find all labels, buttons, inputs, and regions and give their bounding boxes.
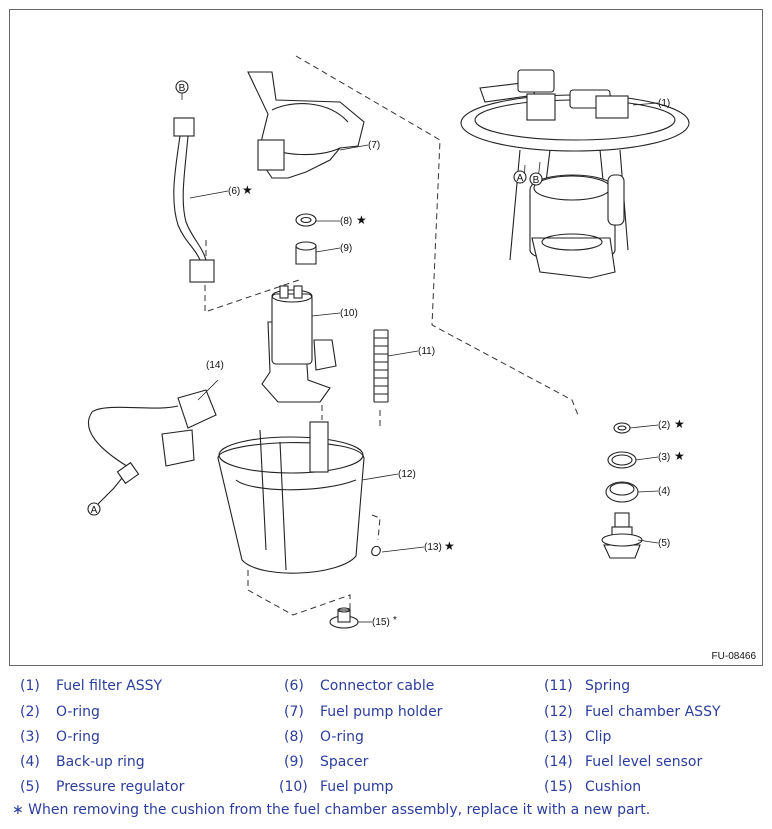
spring-drawing	[373, 329, 389, 403]
legend-item-3: (3)O-ring	[20, 729, 100, 745]
callout-2-star: ★	[674, 417, 685, 431]
callout-6-star: ★	[242, 183, 253, 197]
clip-drawing	[371, 545, 381, 557]
leader-lines	[189, 102, 659, 623]
legend-item-6: (6)Connector cable	[284, 678, 435, 694]
spacer-drawing	[295, 241, 317, 265]
fuel-filter-assy-drawing	[460, 69, 690, 279]
legend-item-1: (1)Fuel filter ASSY	[20, 678, 163, 694]
legend-item-15: (15)Cushion	[544, 779, 642, 795]
callout-13: (13)	[424, 542, 442, 553]
svg-text:B: B	[533, 175, 540, 186]
back-up-ring-drawing	[605, 481, 639, 503]
legend-item-2: (2)O-ring	[20, 704, 100, 720]
fuel-pump-holder-drawing	[247, 71, 365, 179]
callout-15-asterisk: *	[393, 615, 397, 626]
legend-item-4: (4)Back-up ring	[20, 754, 145, 770]
fuel-level-sensor-drawing	[87, 389, 217, 505]
footnote: ∗ When removing the cushion from the fue…	[12, 802, 651, 818]
svg-text:A: A	[91, 505, 98, 516]
exploded-view-diagram: B A A B (1) (2) ★ (3) ★ (4) (5) (6) ★ (7…	[87, 55, 690, 629]
callout-5: (5)	[658, 538, 670, 549]
cushion-drawing	[329, 607, 359, 629]
callout-3-star: ★	[674, 449, 685, 463]
callout-1: (1)	[658, 98, 670, 109]
legend-item-14: (14)Fuel level sensor	[544, 754, 703, 770]
callout-7: (7)	[368, 140, 380, 151]
o-ring-2-drawing	[613, 422, 631, 434]
connector-marker-a-sensor: A	[87, 502, 101, 516]
legend-item-5: (5)Pressure regulator	[20, 779, 185, 795]
callout-8-star: ★	[356, 213, 367, 227]
callout-15: (15)	[372, 617, 390, 628]
callout-8: (8)	[340, 216, 352, 227]
connector-marker-b-filter: B	[529, 172, 543, 186]
callout-14: (14)	[206, 360, 224, 371]
callout-9: (9)	[340, 243, 352, 254]
legend-item-11: (11)Spring	[544, 678, 631, 694]
legend-item-9: (9)Spacer	[284, 754, 369, 770]
callout-6: (6)	[228, 186, 240, 197]
connector-marker-a-filter: A	[513, 170, 527, 184]
connector-cable-drawing	[173, 88, 215, 283]
callout-2: (2)	[658, 420, 670, 431]
fuel-chamber-assy-drawing	[217, 421, 365, 574]
legend-item-12: (12)Fuel chamber ASSY	[544, 704, 721, 720]
callout-12: (12)	[398, 469, 416, 480]
legend-item-8: (8)O-ring	[284, 729, 364, 745]
o-ring-8-drawing	[295, 213, 317, 227]
pressure-regulator-drawing	[601, 512, 643, 559]
callout-13-star: ★	[444, 539, 455, 553]
legend-item-10: (10)Fuel pump	[279, 779, 394, 795]
callout-10: (10)	[340, 308, 358, 319]
callout-3: (3)	[658, 452, 670, 463]
svg-text:A: A	[517, 173, 524, 184]
figure-code: FU-08466	[711, 651, 756, 662]
legend-item-7: (7)Fuel pump holder	[284, 704, 443, 720]
legend-item-13: (13)Clip	[544, 729, 612, 745]
callout-11: (11)	[418, 346, 435, 357]
connector-marker-b-top: B	[175, 80, 189, 94]
callout-4: (4)	[658, 486, 670, 497]
diagram-frame: B A A B (1) (2) ★ (3) ★ (4) (5) (6) ★ (7…	[9, 9, 763, 666]
fuel-pump-drawing	[261, 285, 337, 403]
o-ring-3-drawing	[607, 451, 637, 469]
svg-text:B: B	[179, 83, 186, 94]
